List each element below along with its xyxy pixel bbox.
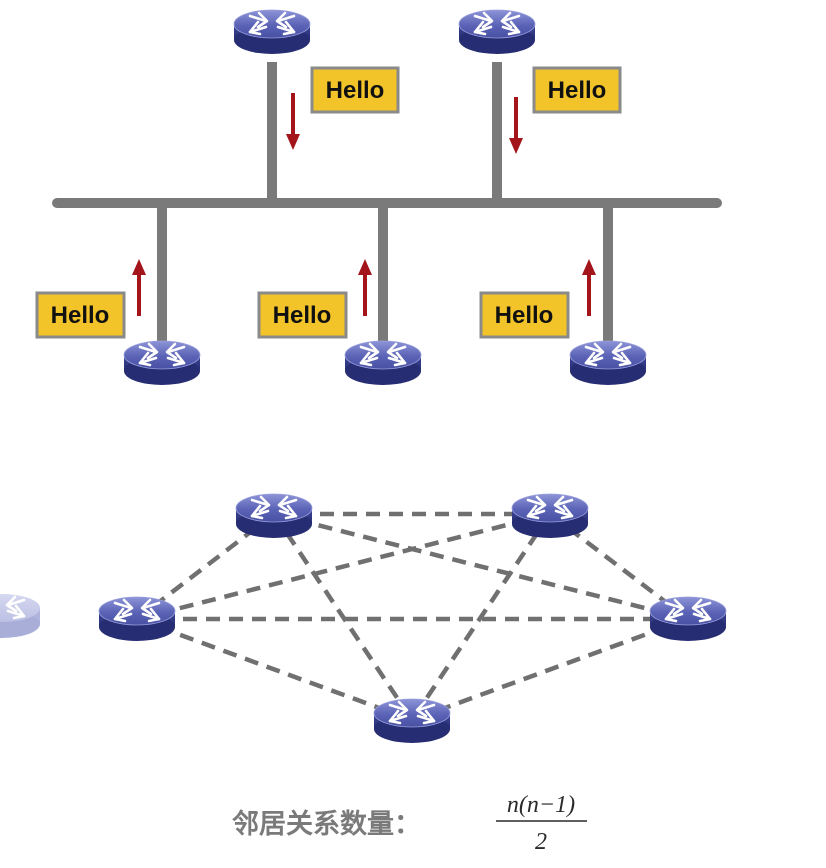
mesh-link bbox=[273, 511, 689, 622]
router-icon-label: ROUTER bbox=[259, 540, 289, 547]
router-top-left: ROUTER bbox=[232, 8, 312, 61]
hello-label: Hello bbox=[495, 302, 554, 329]
hello-box: Hello bbox=[532, 66, 622, 114]
router-icon-label: ROUTER bbox=[535, 540, 565, 547]
router-icon-label: ROUTER bbox=[482, 54, 512, 61]
broadcast-network: ROUTER ROUTER ROUTER ROUTER ROUTER Hello… bbox=[35, 8, 722, 392]
router-icon-label: ROUTER bbox=[122, 643, 152, 650]
hello-box: Hello bbox=[479, 291, 570, 339]
formula-numerator: n(n−1) bbox=[507, 792, 575, 818]
router-bottom-left: ROUTER bbox=[122, 339, 202, 392]
mesh-link bbox=[136, 616, 413, 723]
mesh-link bbox=[136, 511, 551, 622]
formula-denominator: 2 bbox=[535, 829, 547, 855]
hello-label: Hello bbox=[51, 302, 110, 329]
neighbor-count-formula: 邻居关系数量： n(n−1) 2 bbox=[232, 792, 587, 855]
router-icon-label: ROUTER bbox=[147, 385, 177, 392]
full-mesh-network: ROUTER ROUTER ROUTER ROUTER ROUTER bbox=[0, 492, 728, 752]
arrow-up-icon bbox=[582, 259, 596, 316]
router-icon-label: ROUTER bbox=[257, 54, 287, 61]
router-bottom-middle: ROUTER bbox=[343, 339, 423, 392]
arrow-up-icon bbox=[132, 259, 146, 316]
mesh-link bbox=[411, 616, 689, 723]
mesh-router-right: ROUTER bbox=[648, 595, 728, 650]
hello-label: Hello bbox=[273, 302, 332, 329]
formula-label: 邻居关系数量： bbox=[232, 809, 421, 840]
mesh-link bbox=[272, 512, 414, 722]
hello-box: Hello bbox=[257, 291, 348, 339]
mesh-router-left: ROUTER bbox=[97, 595, 177, 650]
hello-box: Hello bbox=[35, 291, 126, 339]
mesh-link bbox=[410, 512, 552, 722]
arrow-up-icon bbox=[358, 259, 372, 316]
router-top-right: ROUTER bbox=[457, 8, 537, 61]
router-icon-label: ROUTER bbox=[397, 745, 427, 752]
router-bottom-right: ROUTER bbox=[568, 339, 648, 392]
mesh-router-top-right: ROUTER bbox=[510, 492, 590, 547]
mesh-router-bottom: ROUTER bbox=[372, 697, 452, 752]
arrow-down-icon bbox=[509, 97, 523, 154]
mesh-router-top-left: ROUTER bbox=[234, 492, 314, 547]
hello-box: Hello bbox=[310, 66, 400, 114]
router-icon-label: ROUTER bbox=[593, 385, 623, 392]
router-icon-label: ROUTER bbox=[673, 643, 703, 650]
hello-label: Hello bbox=[326, 77, 385, 104]
faded-router-icon bbox=[0, 592, 42, 640]
hello-label: Hello bbox=[548, 77, 607, 104]
router-icon-label: ROUTER bbox=[368, 385, 398, 392]
arrow-down-icon bbox=[286, 93, 300, 150]
